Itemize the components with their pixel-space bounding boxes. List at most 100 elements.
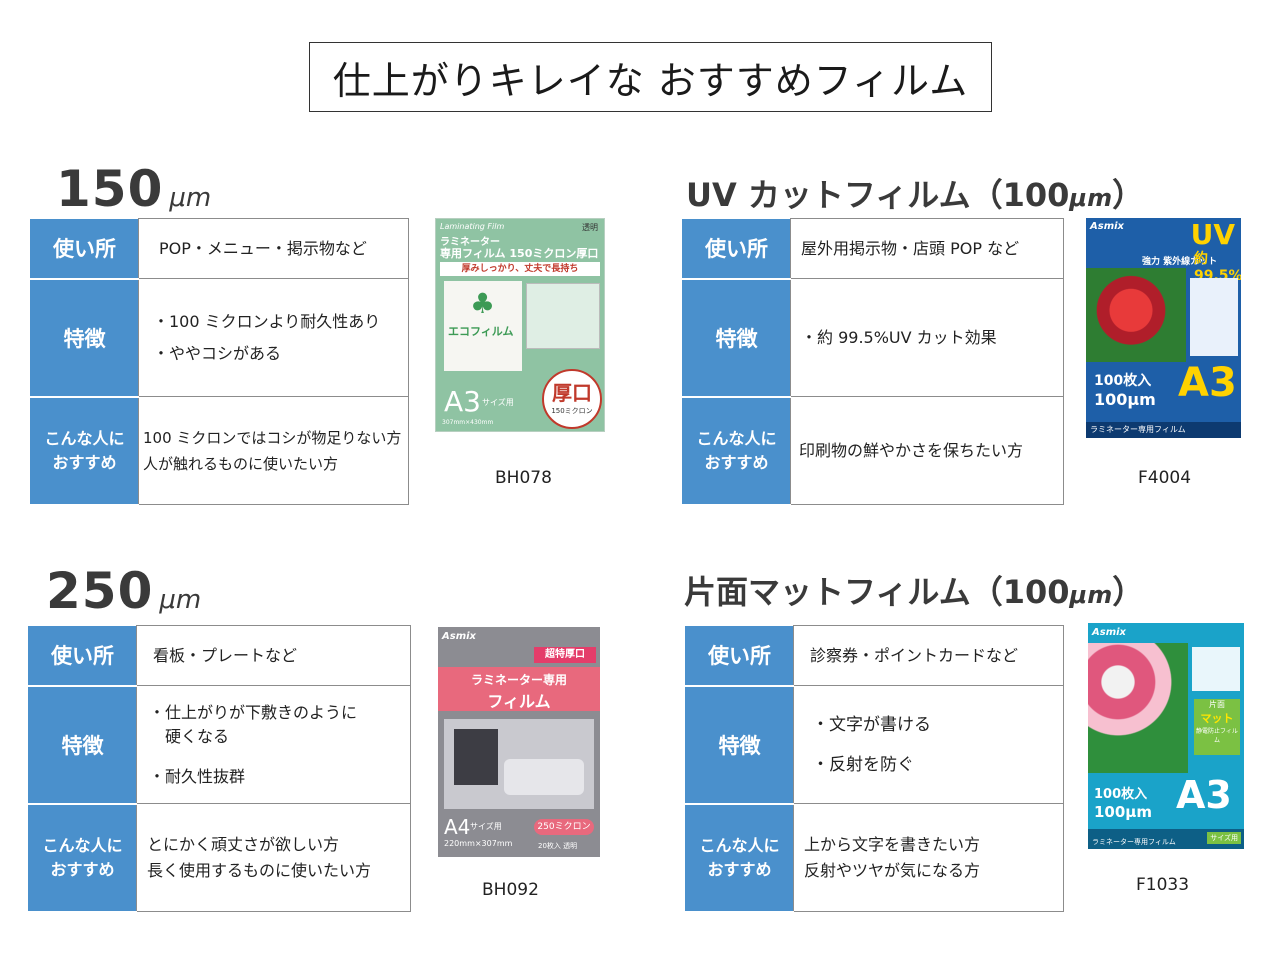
label-use: 使い所 xyxy=(30,218,139,280)
package-size-sub: サイズ用 xyxy=(470,822,502,831)
feature-item: ・約 99.5%UV カット効果 xyxy=(801,327,997,347)
page-title: 仕上がりキレイな おすすめフィルム xyxy=(309,42,992,112)
package-uv: UV xyxy=(1190,218,1235,251)
heading-matte-text: 片面マットフィルム（100 xyxy=(684,573,1070,611)
recommend-item: 上から文字を書きたい方 xyxy=(804,834,981,854)
feature-item: ・仕上がりが下敷きのように xyxy=(149,702,358,722)
clover-icon: ♣ xyxy=(470,287,496,320)
spec-table-uv: 使い所 屋外用掲示物・店頭 POP など 特徴 ・約 99.5%UV カット効果… xyxy=(682,218,1064,506)
use-value: 診察券・ポイントカードなど xyxy=(793,625,1064,686)
product-image-bh092: Asmix 超特厚口 ラミネーター専用 フィルム A4 サイズ用 220mm×3… xyxy=(438,627,600,857)
use-value: 看板・プレートなど xyxy=(136,625,411,686)
product-code-f1033: F1033 xyxy=(1136,875,1190,895)
label-recommend-line2: おすすめ xyxy=(707,859,772,879)
label-use: 使い所 xyxy=(682,218,791,280)
feature-item: ・ややコシがある xyxy=(153,343,282,363)
label-recommend-line1: こんな人に xyxy=(696,428,777,448)
heading-matte-close: ） xyxy=(1112,573,1145,611)
recommend-item: 印刷物の鮮やかさを保ちたい方 xyxy=(799,440,1024,460)
package-size-sub: サイズ用 xyxy=(482,398,514,407)
recommend-item: 100 ミクロンではコシが物足りない方 xyxy=(143,428,402,447)
package-line1: ラミネーター専用 xyxy=(470,673,567,687)
label-feature: 特徴 xyxy=(685,685,794,805)
heading-matte: 片面マットフィルム（100μm） xyxy=(684,567,1144,613)
product-image-f1033: Asmix 片面 マット 静電防止フィルム 100枚入 100μm A3 ラミネ… xyxy=(1088,623,1244,849)
use-value: 屋外用掲示物・店頭 POP など xyxy=(790,218,1064,279)
use-value: POP・メニュー・掲示物など xyxy=(138,218,409,279)
heading-150-unit: μm xyxy=(169,183,212,213)
label-use: 使い所 xyxy=(685,625,794,687)
package-tagline: 厚みしっかり、丈夫で長持ち xyxy=(440,262,600,276)
package-brand: Laminating Film xyxy=(440,222,505,231)
package-type: 透明 xyxy=(582,223,598,232)
package-size: A3 xyxy=(1178,360,1237,406)
product-code-f4004: F4004 xyxy=(1138,468,1192,488)
label-recommend-line1: こんな人に xyxy=(42,835,123,855)
package-badge-top: 片面 xyxy=(1209,700,1225,709)
package-eco: エコフィルム xyxy=(448,325,514,338)
package-dims: 307mm×430mm xyxy=(442,419,494,426)
package-thickness: 100μm xyxy=(1094,390,1156,409)
label-recommend-line2: おすすめ xyxy=(50,859,115,879)
recommend-item: 反射やツヤが気になる方 xyxy=(804,860,981,880)
feature-item: ・耐久性抜群 xyxy=(149,766,246,786)
heading-matte-unit: μm xyxy=(1069,581,1113,609)
package-badge: マット xyxy=(1200,712,1234,725)
heading-150-value: 150 xyxy=(56,160,164,218)
heading-uv-close: ） xyxy=(1112,176,1145,214)
package-footer-bar: ラミネーター専用フィルム サイズ用 xyxy=(1088,829,1244,849)
recommend-list: 印刷物の鮮やかさを保ちたい方 xyxy=(790,396,1064,505)
label-recommend: こんな人に おすすめ xyxy=(28,803,137,913)
feature-item: ・100 ミクロンより耐久性あり xyxy=(153,311,381,331)
heading-uv-unit: μm xyxy=(1069,184,1113,212)
package-size: A4 xyxy=(444,815,471,839)
package-count: 100枚入 xyxy=(1094,787,1148,802)
spec-table-250: 使い所 看板・プレートなど 特徴 ・仕上がりが下敷きのように 硬くなる ・耐久性… xyxy=(28,625,411,913)
package-brand: Asmix xyxy=(1090,221,1124,232)
package-promo: 強力 紫外線カット xyxy=(1142,257,1218,267)
spec-table-matte: 使い所 診察券・ポイントカードなど 特徴 ・文字が書ける ・反射を防ぐ こんな人… xyxy=(685,625,1064,913)
package-size: A3 xyxy=(444,385,481,418)
package-count: 100枚入 xyxy=(1094,373,1152,389)
product-image-bh078: Laminating Film 透明 ラミネーター 専用フィルム 150ミクロン… xyxy=(435,218,605,432)
package-thickness: 100μm xyxy=(1094,803,1152,821)
feature-item: ・反射を防ぐ xyxy=(812,754,914,775)
label-recommend-line2: おすすめ xyxy=(704,452,769,472)
package-line1: ラミネーター xyxy=(440,237,500,248)
feature-list: ・文字が書ける ・反射を防ぐ xyxy=(793,685,1064,804)
feature-list: ・仕上がりが下敷きのように 硬くなる ・耐久性抜群 xyxy=(136,685,411,804)
package-footer-bar: ラミネーター専用フィルム xyxy=(1086,422,1241,438)
product-code-bh078: BH078 xyxy=(495,468,552,488)
package-line2: フィルム xyxy=(487,692,551,711)
label-recommend: こんな人に おすすめ xyxy=(682,396,791,506)
spec-table-150: 使い所 POP・メニュー・掲示物など 特徴 ・100 ミクロンより耐久性あり ・… xyxy=(30,218,409,506)
package-count: 20枚入 透明 xyxy=(538,842,578,850)
package-badge-sub: 静電防止フィルム xyxy=(1196,728,1238,744)
product-image-f4004: Asmix UV 強力 紫外線カット 約99.5% 100枚入 100μm A3… xyxy=(1086,218,1241,438)
package-badge-panel: 片面 マット 静電防止フィルム xyxy=(1194,699,1240,755)
recommend-item: とにかく頑丈さが欲しい方 xyxy=(147,834,340,854)
package-footer: ラミネーター専用フィルム xyxy=(1090,425,1186,434)
flower-photo xyxy=(1088,643,1188,773)
laminator-body xyxy=(504,759,584,795)
recommend-list: 100 ミクロンではコシが物足りない方 人が触れるものに使いたい方 xyxy=(138,396,409,505)
hibiscus-photo xyxy=(1086,268,1186,362)
package-title-band: ラミネーター専用 フィルム xyxy=(438,667,600,711)
package-info-panel xyxy=(1190,278,1238,356)
label-feature: 特徴 xyxy=(30,278,139,398)
feature-list: ・約 99.5%UV カット効果 xyxy=(790,278,1064,397)
label-recommend-line1: こんな人に xyxy=(44,428,125,448)
package-dims: 220mm×307mm xyxy=(444,839,513,848)
label-recommend: こんな人に おすすめ xyxy=(30,396,139,506)
heading-250-unit: μm xyxy=(159,585,202,615)
label-use: 使い所 xyxy=(28,625,137,687)
label-recommend: こんな人に おすすめ xyxy=(685,803,794,913)
heading-uv-text: UV カットフィルム（100 xyxy=(686,176,1070,214)
product-code-bh092: BH092 xyxy=(482,880,539,900)
recommend-item: 人が触れるものに使いたい方 xyxy=(143,454,339,473)
label-feature: 特徴 xyxy=(28,685,137,805)
recommend-list: とにかく頑丈さが欲しい方 長く使用するものに使いたい方 xyxy=(136,803,411,912)
heading-uv: UV カットフィルム（100μm） xyxy=(686,170,1144,216)
